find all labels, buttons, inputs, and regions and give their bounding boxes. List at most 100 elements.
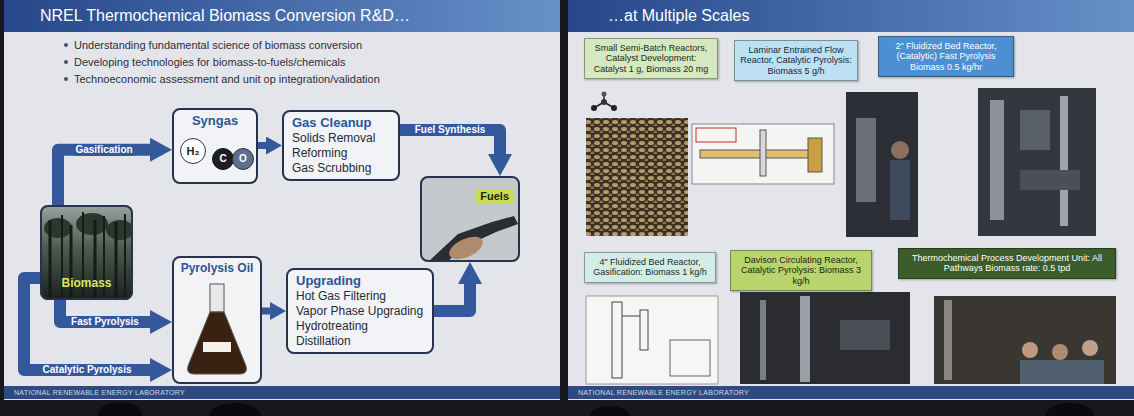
molecule-icon	[601, 99, 607, 105]
process-unit-photo	[1082, 340, 1098, 356]
flow-arrow	[58, 150, 158, 205]
box-item: Reforming	[292, 146, 390, 161]
lab-photo	[846, 92, 918, 237]
process-box: Biomass	[40, 205, 133, 300]
box-item: Gas Scrubbing	[292, 161, 390, 176]
catalyst-pellets-photo	[586, 118, 688, 236]
circulating-reactor-photo	[760, 300, 766, 380]
flow-arrow	[434, 276, 470, 311]
left-slide	[4, 386, 560, 399]
forest-photo	[40, 205, 133, 300]
gasifier-schematic	[640, 310, 648, 350]
right-slide	[568, 0, 1134, 400]
box-item: Distillation	[296, 334, 424, 349]
process-unit-photo	[1022, 342, 1038, 358]
audience-heads	[209, 403, 261, 416]
scale-box: 2" Fluidized Bed Reactor, (Catalytic) Fa…	[878, 36, 1014, 77]
molecule-icon	[611, 105, 617, 111]
forest-photo	[40, 205, 133, 300]
process-unit-photo	[944, 300, 952, 380]
box-item: Vapor Phase Upgrading	[296, 304, 424, 319]
flow-arrow	[258, 142, 272, 149]
right-slide	[568, 386, 1134, 399]
pyrolysis-oil-flask	[172, 256, 262, 384]
process-box: Fuels	[420, 176, 520, 262]
fuel-nozzle-photo	[420, 176, 520, 262]
fluidized-bed-photo	[990, 100, 1004, 220]
box-heading: Gas Cleanup	[292, 115, 390, 131]
gasifier-schematic	[612, 302, 622, 378]
slide-footer: NATIONAL RENEWABLE ENERGY LABORATORY	[14, 388, 185, 397]
scale-box: Small Semi-Batch Reactors, Catalyst Deve…	[584, 38, 718, 79]
flow-arrow	[24, 278, 158, 370]
fluidized-bed-photo	[1060, 96, 1068, 226]
left-slide	[4, 0, 560, 400]
forest-photo	[49, 220, 52, 300]
bullet-point: Technoeconomic assessment and unit op in…	[62, 72, 380, 86]
fluidized-bed-photo	[1020, 170, 1080, 190]
bullet-point: Developing technologies for biomass-to-f…	[62, 55, 345, 69]
process-box: Pyrolysis Oil	[172, 256, 262, 384]
scale-box: Thermochemical Process Development Unit:…	[898, 248, 1116, 279]
reactor-schematic	[692, 124, 834, 184]
reactor-schematic	[760, 130, 766, 176]
audience-heads	[1046, 403, 1094, 416]
fluidized-bed-photo	[978, 88, 1096, 236]
box-item: Hydrotreating	[296, 319, 424, 334]
circulating-reactor-photo	[840, 320, 890, 350]
right-slide	[568, 0, 1134, 400]
box-heading: Biomass	[61, 276, 111, 295]
process-unit-photo	[934, 296, 1116, 384]
molecule-atom: H₂	[180, 138, 206, 164]
slide-title: NREL Thermochemical Biomass Conversion R…	[40, 7, 410, 25]
circulating-reactor-photo	[740, 292, 910, 384]
box-heading: Syngas	[192, 113, 238, 129]
fuel-nozzle-photo	[446, 232, 486, 262]
box-heading: Davison Circulating Reactor, Catalytic P…	[736, 255, 866, 286]
box-heading: Pyrolysis Oil	[181, 261, 254, 276]
lab-photo	[856, 118, 876, 202]
molecule-icon	[602, 92, 607, 97]
box-heading: 2" Fluidized Bed Reactor, (Catalytic) Fa…	[884, 41, 1008, 72]
reactor-schematic	[700, 150, 810, 158]
box-heading: Small Semi-Batch Reactors, Catalyst Deve…	[590, 43, 712, 74]
reactor-schematic	[808, 138, 822, 172]
arrow-label: Catalytic Pyrolysis	[41, 364, 134, 376]
right-slide	[568, 0, 1134, 32]
box-item: Solids Removal	[292, 131, 390, 146]
process-box: UpgradingHot Gas FilteringVapor Phase Up…	[286, 268, 434, 354]
circulating-reactor-photo	[800, 296, 810, 382]
arrow-label: Fuel Synthesis	[413, 124, 488, 136]
slide-footer: NATIONAL RENEWABLE ENERGY LABORATORY	[578, 388, 749, 397]
reactor-schematic	[696, 128, 736, 142]
arrow-label: Fast Pyrolysis	[69, 316, 141, 328]
process-unit-photo	[934, 296, 1116, 384]
scale-box: Davison Circulating Reactor, Catalytic P…	[730, 250, 872, 291]
lab-photo	[890, 160, 910, 220]
fluidized-bed-photo	[1020, 110, 1050, 150]
pyrolysis-oil-flask	[188, 312, 247, 374]
audience-heads	[590, 406, 630, 416]
process-unit-photo	[1052, 344, 1068, 360]
reactor-schematic	[692, 124, 834, 184]
molecule-icon	[591, 105, 597, 111]
process-unit-photo	[1020, 360, 1104, 384]
bullet-point: Understanding fundamental science of bio…	[62, 38, 362, 52]
audience-heads	[98, 402, 142, 416]
lab-photo	[891, 141, 909, 159]
arrow-label: Gasification	[73, 144, 134, 156]
forest-photo	[106, 220, 133, 240]
box-heading: Fuels	[475, 189, 514, 203]
fuel-nozzle-photo	[428, 216, 518, 262]
left-slide	[4, 0, 560, 32]
circulating-reactor-photo	[740, 292, 910, 384]
forest-photo	[44, 218, 72, 238]
scale-box: Laminar Entrained Flow Reactor, Catalyti…	[734, 40, 858, 81]
forest-photo	[115, 222, 118, 300]
box-item: Hot Gas Filtering	[296, 289, 424, 304]
left-slide	[4, 0, 560, 400]
slide-title: …at Multiple Scales	[608, 7, 749, 25]
gasifier-schematic	[622, 316, 640, 317]
